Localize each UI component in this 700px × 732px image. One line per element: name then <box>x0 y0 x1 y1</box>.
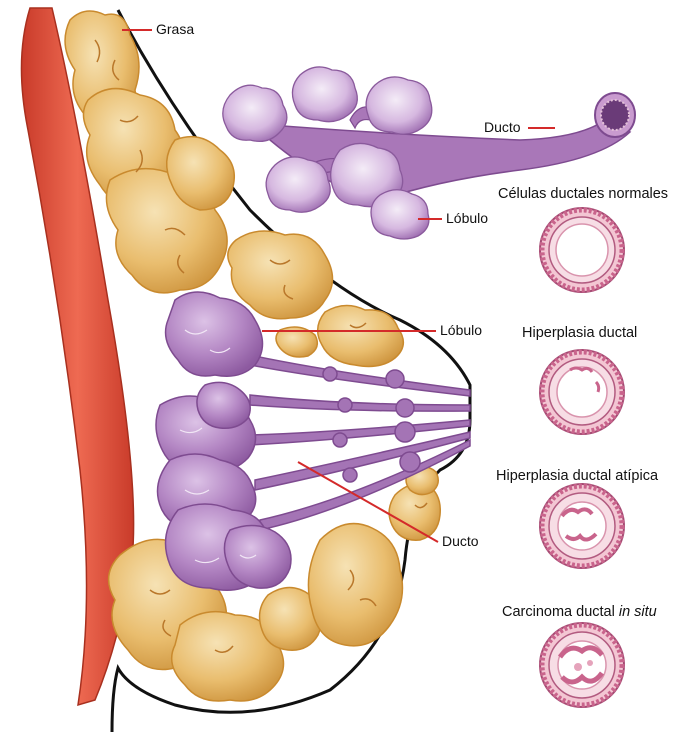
caption-carcinoma: Carcinoma ductal in situ <box>502 604 657 620</box>
caption-normal: Células ductales normales <box>498 186 668 202</box>
caption-atypical: Hiperplasia ductal atípica <box>496 468 658 484</box>
cross-section-carcinoma <box>540 623 624 707</box>
cross-section-atypical <box>540 484 624 568</box>
duct-cross-sections <box>540 208 624 707</box>
label-grasa: Grasa <box>156 21 194 37</box>
caption-carcinoma-text: Carcinoma ductal <box>502 604 619 620</box>
label-ducto-top: Ducto <box>484 119 521 135</box>
cross-section-hyperplasia <box>540 350 624 434</box>
caption-hyperplasia: Hiperplasia ductal <box>522 325 637 341</box>
label-lobulo-top: Lóbulo <box>446 210 488 226</box>
caption-carcinoma-italic: in situ <box>619 604 657 620</box>
label-ducto-mid: Ducto <box>442 533 479 549</box>
label-lobulo-mid: Lóbulo <box>440 322 482 338</box>
cross-section-normal <box>540 208 624 292</box>
